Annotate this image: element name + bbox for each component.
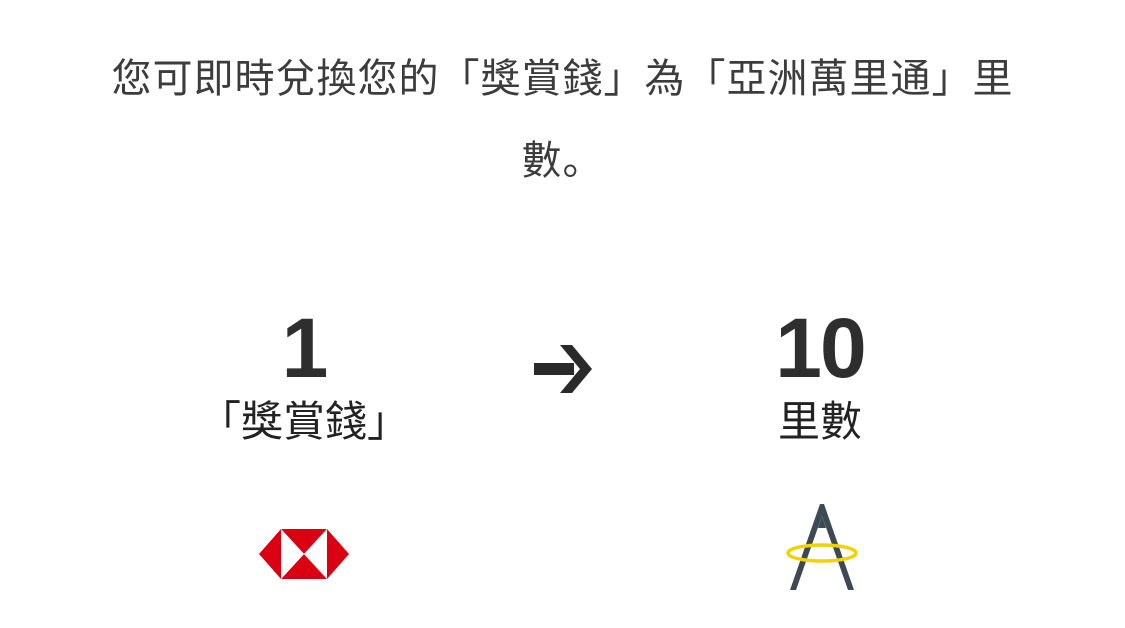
- asia-miles-logo-icon: [786, 504, 858, 590]
- to-unit: 里數: [777, 397, 862, 446]
- from-column: 1 「獎賞錢」: [154, 300, 454, 448]
- hsbc-logo-icon: [259, 529, 349, 579]
- from-unit: 「獎賞錢」: [198, 397, 409, 446]
- intro-text: 您可即時兌換您的「獎賞錢」為「亞洲萬里通」里數。: [111, 56, 1014, 184]
- from-amount: 1: [281, 301, 329, 395]
- to-column: 10 里數: [670, 300, 970, 448]
- arrow-right-icon: [534, 345, 592, 393]
- to-amount: 10: [775, 301, 866, 395]
